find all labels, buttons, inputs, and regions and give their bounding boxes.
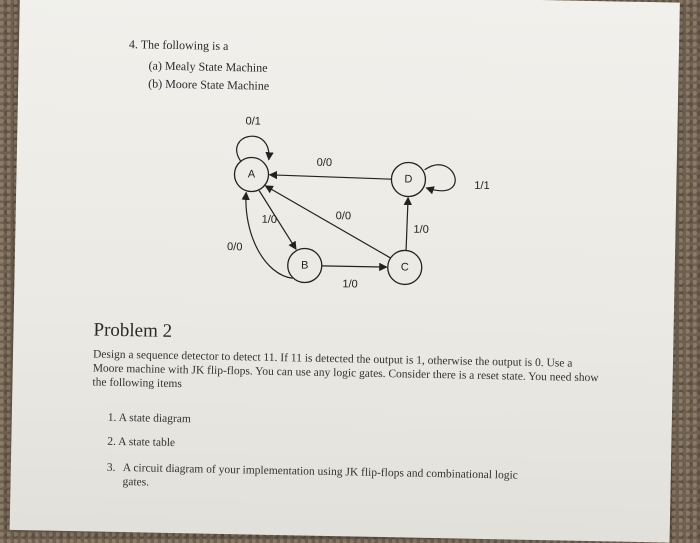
state-d: D: [390, 161, 427, 198]
label-a-a: 0/1: [245, 115, 261, 127]
problem-paragraph: Design a sequence detector to detect 11.…: [92, 348, 599, 391]
state-a-label: A: [248, 168, 256, 180]
state-d-label: D: [404, 173, 412, 185]
list-item-number: 3.: [106, 461, 116, 474]
edge-a-a: [236, 135, 274, 162]
edge-d-d: [424, 164, 456, 195]
state-a: A: [233, 156, 270, 193]
list-item-number: 2.: [107, 435, 117, 448]
edge-a-b: [258, 190, 297, 251]
list-item: 1. A state diagram: [108, 412, 191, 426]
edge-c-d: [403, 196, 412, 251]
label-b-a: 0/0: [227, 241, 243, 253]
list-item: 2. A state table: [107, 436, 175, 449]
state-c-label: C: [401, 261, 409, 273]
label-a-b: 1/0: [262, 214, 278, 226]
label-c-d: 1/0: [413, 224, 429, 236]
list-item-text: A state table: [118, 435, 176, 450]
label-d-a: 0/0: [317, 157, 333, 169]
edge-b-a: [241, 191, 293, 279]
paper-sheet: 4. The following is a (a) Mealy State Ma…: [9, 0, 680, 543]
label-c-a: 0/0: [336, 210, 352, 222]
edge-c-a: [264, 185, 392, 259]
state-c: C: [387, 249, 423, 286]
edge-d-a: [268, 170, 392, 180]
label-d-d: 1/1: [474, 180, 490, 192]
edge-b-c: [321, 262, 388, 272]
problem-title: Problem 2: [93, 319, 173, 342]
state-diagram: A B C D 0/1 0/0 1/1 1/0 0/0 0/0: [227, 115, 490, 290]
list-item-number: 1.: [107, 411, 117, 424]
label-b-c: 1/0: [342, 278, 358, 290]
state-b: B: [287, 247, 323, 284]
list-item-text: A state diagram: [118, 411, 191, 426]
state-b-label: B: [301, 259, 309, 271]
list-item: 3.A circuit diagram of your implementati…: [106, 461, 586, 498]
